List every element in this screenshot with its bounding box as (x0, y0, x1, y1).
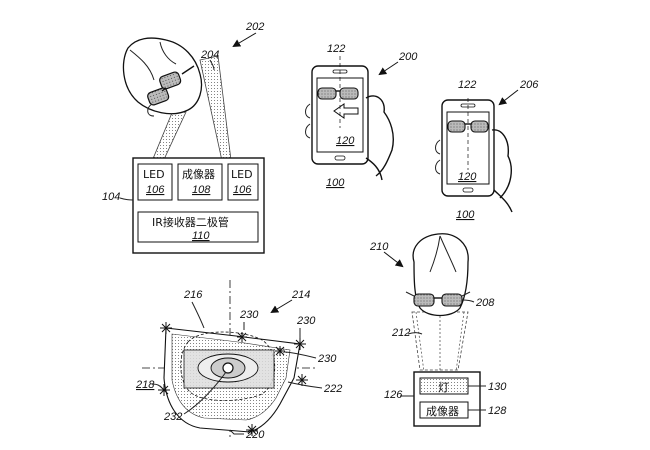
ref-206: 206 (519, 79, 539, 91)
led-left-label: LED (143, 168, 165, 181)
head-icon (405, 233, 471, 317)
led-left-ref: 106 (146, 184, 165, 196)
ir-label: IR接收器二极管 (152, 215, 229, 229)
ref-210: 210 (369, 241, 389, 253)
ref-130: 130 (488, 381, 507, 393)
head-icon (122, 37, 203, 117)
light-label: 灯 (438, 381, 449, 394)
ref-122: 122 (458, 79, 476, 91)
pupil-icon (222, 362, 234, 374)
ref-208: 208 (475, 297, 495, 309)
led-right-label: LED (231, 168, 253, 181)
figure-d-eye-diagram: 216 230 230 230 218 222 232 220 214 (135, 280, 342, 441)
figure-e-head-device: 210 208 212 灯 成像器 130 128 126 (369, 233, 507, 427)
ref-202: 202 (245, 21, 264, 33)
imager-108-box (177, 163, 223, 201)
ref-126: 126 (384, 389, 403, 401)
hand-icon (365, 95, 394, 181)
beam-right (199, 55, 233, 171)
ref-128: 128 (488, 405, 507, 417)
ref-120: 120 (458, 171, 477, 183)
figure-c-phone-206: 122 120 100 206 (435, 79, 539, 221)
ir-ref: 110 (192, 230, 210, 242)
ref-214: 214 (291, 289, 310, 301)
hand-icon (491, 129, 513, 213)
ref-104: 104 (102, 191, 120, 203)
ref-212: 212 (391, 327, 410, 339)
ref-200: 200 (398, 51, 418, 63)
led-right-ref: 106 (233, 184, 252, 196)
ref-222: 222 (323, 383, 342, 395)
ref-204: 204 (200, 49, 219, 61)
imager-ref: 108 (192, 184, 211, 196)
glasses-image-icon (317, 87, 359, 100)
ref-122: 122 (327, 43, 345, 55)
led-left-box (137, 163, 173, 201)
glasses-image-icon (447, 120, 489, 133)
ref-218: 218 (135, 379, 155, 391)
star-markers (158, 322, 308, 436)
ref-230-c: 230 (317, 353, 337, 365)
ref-232: 232 (163, 411, 182, 423)
figure-a-head-device: 202 204 LED 106 成像器 108 LED 106 IR接收器二极管… (102, 21, 265, 254)
imager-label: 成像器 (426, 405, 459, 418)
ref-230-a: 230 (239, 309, 259, 321)
ref-100: 100 (326, 177, 345, 189)
ir-receiver-box (137, 211, 259, 243)
ref-120: 120 (336, 135, 355, 147)
ref-220: 220 (245, 429, 265, 441)
led-right-box (227, 163, 259, 201)
ref-230-b: 230 (296, 315, 316, 327)
figure-b-phone-200: 122 120 100 200 (305, 43, 418, 189)
ref-216: 216 (183, 289, 203, 301)
ref-100: 100 (456, 209, 475, 221)
imager-label: 成像器 (182, 168, 215, 181)
